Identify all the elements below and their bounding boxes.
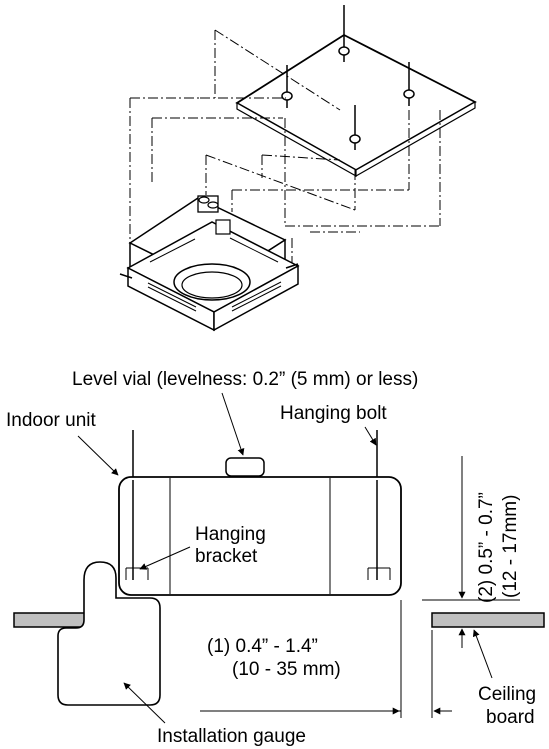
hanging-bolt-icon (403, 62, 415, 106)
hanging-bracket-right (367, 567, 391, 580)
hanging-bolt-icon (338, 5, 350, 62)
hanging-bolt-icon (349, 105, 361, 150)
ceiling-board-right (431, 612, 545, 628)
alignment-lines (129, 29, 441, 282)
installation-gauge-label: Installation gauge (157, 726, 306, 747)
dimension-1-label-line2: (10 - 35 mm) (232, 659, 341, 680)
dimension-2-label-line2: (12 - 17mm) (500, 495, 521, 598)
side-installation-view: Level vial (levelness: 0.2” (5 mm) or le… (6, 369, 545, 747)
dimension-1-label-line1: (1) 0.4” - 1.4” (207, 636, 318, 657)
hanging-bolt-label: Hanging bolt (280, 403, 387, 424)
indoor-unit-isometric (119, 195, 300, 332)
level-vial-label: Level vial (levelness: 0.2” (5 mm) or le… (72, 369, 418, 390)
level-vial-icon (225, 457, 265, 477)
hanging-bracket-label-line1: Hanging (195, 524, 266, 545)
dimension-2-label-line1: (2) 0.5” - 0.7” (476, 492, 497, 603)
isometric-exploded-view (119, 5, 477, 332)
ceiling-board-label-line1: Ceiling (478, 684, 536, 705)
installation-gauge (57, 561, 161, 706)
ceiling-board-left (13, 612, 87, 628)
hanging-bracket-label-line2: bracket (195, 546, 258, 567)
hanging-bolt-icon (281, 65, 293, 108)
ceiling-board-label-line2: board (486, 707, 535, 728)
indoor-unit-label: Indoor unit (6, 410, 97, 431)
ceiling-slab (235, 33, 477, 178)
